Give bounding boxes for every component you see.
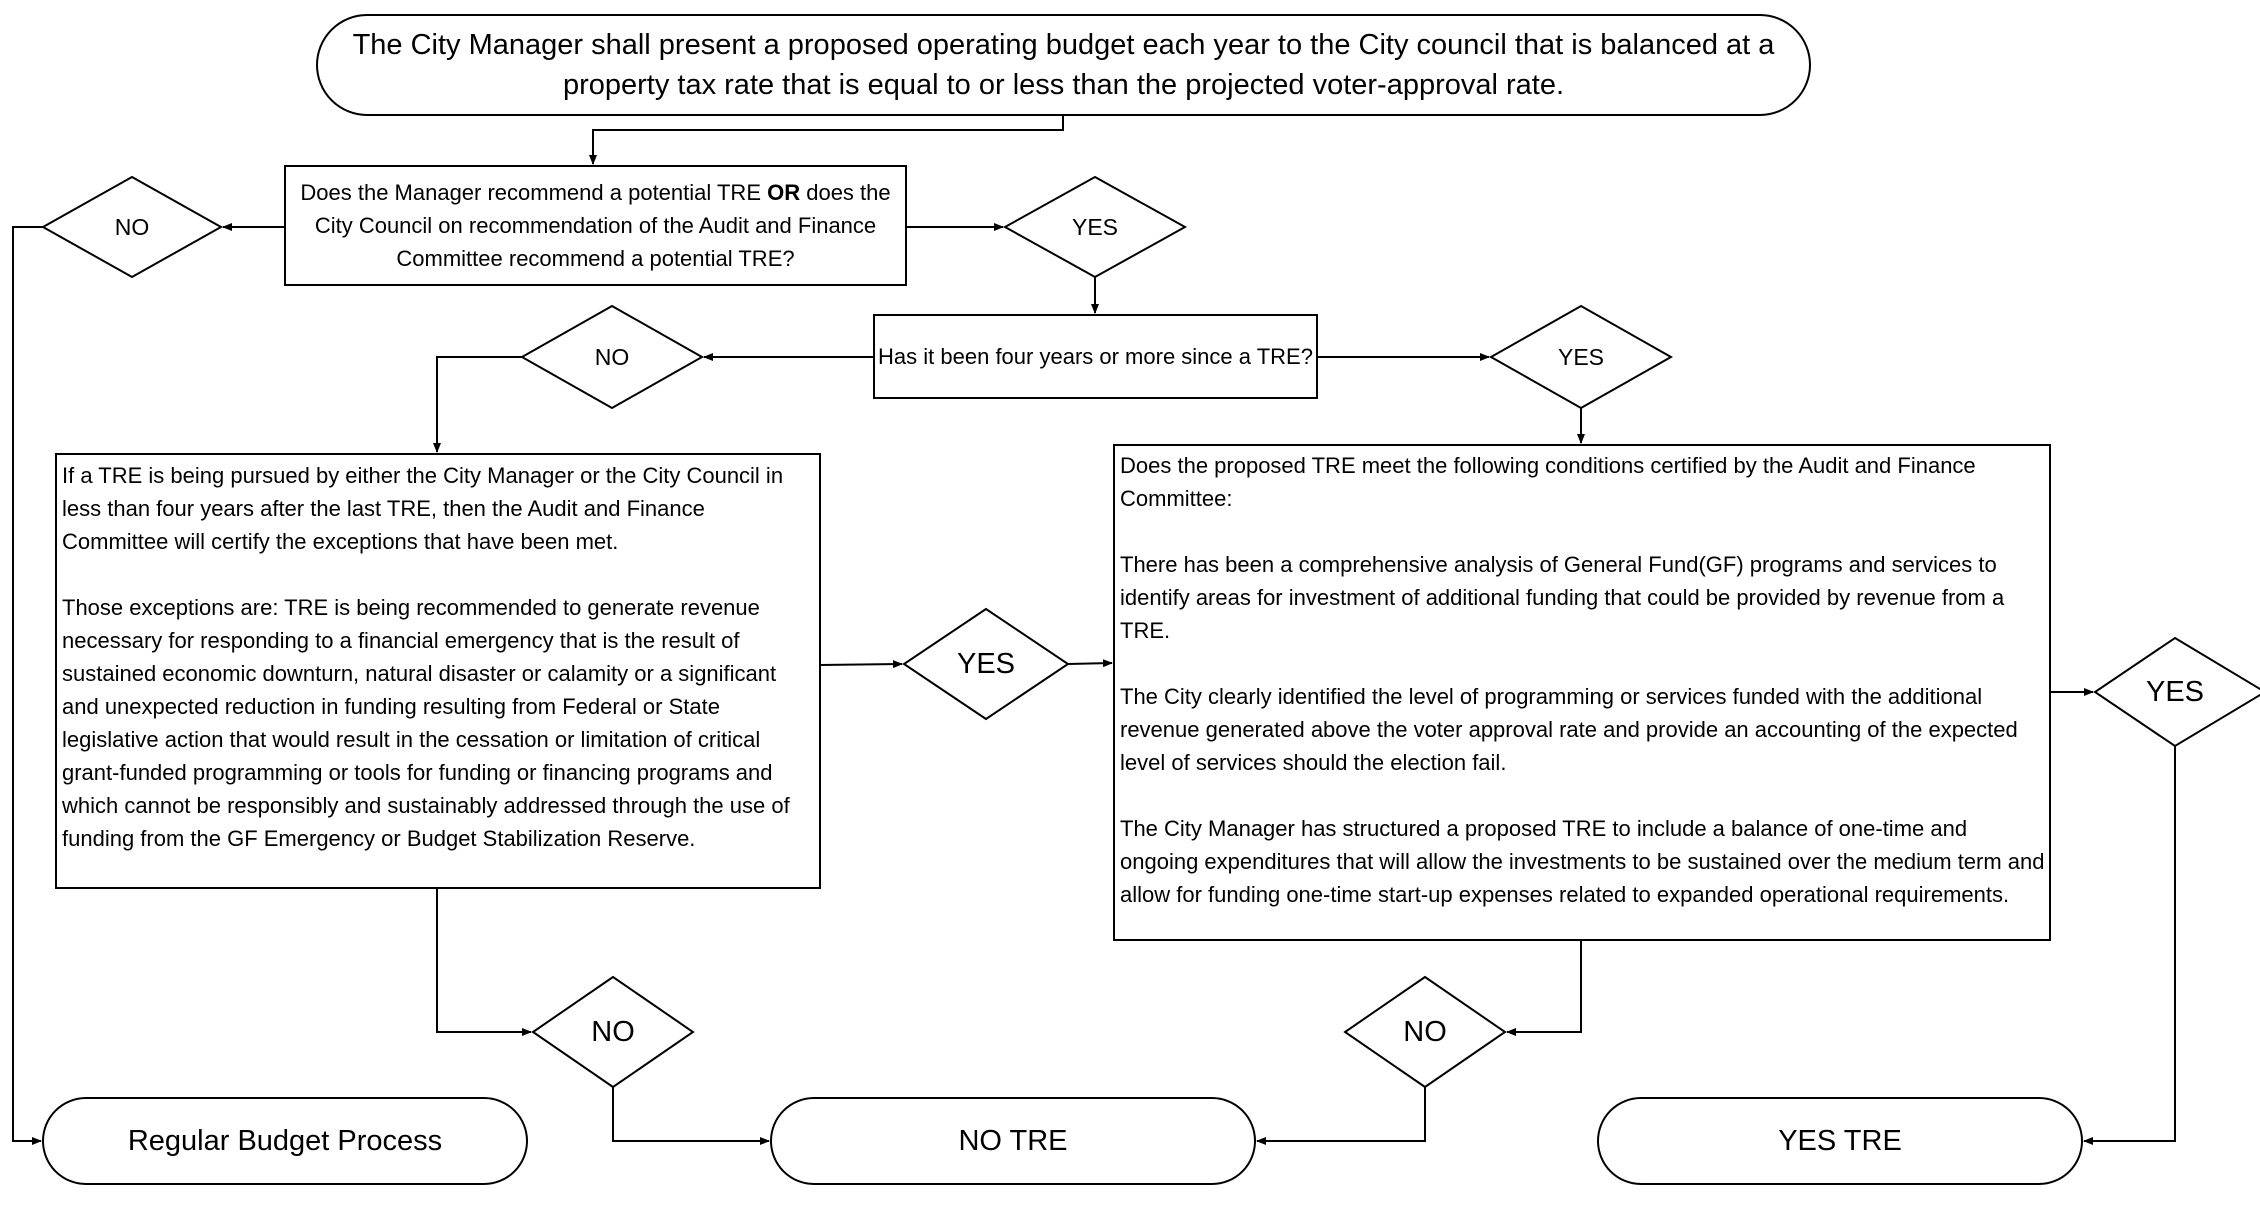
connector-yes-conditions-to-yes-tre [2083, 746, 2176, 1145]
outcome-regular-budget-terminal [42, 1097, 528, 1185]
exceptions-text: If a TRE is being pursued by either the … [60, 459, 816, 855]
q1-or-emphasis: OR [767, 180, 801, 205]
decision-no-q1-label: NO [114, 213, 150, 240]
connector-no-q1-to-regular [12, 226, 43, 1145]
conditions-paragraph-4: The City Manager has structured a propos… [1120, 816, 2045, 907]
conditions-text: Does the proposed TRE meet the following… [1118, 449, 2046, 911]
start-text-line1: The City Manager shall present a propose… [352, 29, 1775, 61]
q1-suffix: does the City Council on recommendation … [314, 180, 891, 271]
exceptions-box [55, 453, 821, 889]
decision-yes-q2-label: YES [1557, 343, 1605, 370]
decision-yes-conditions-label: YES [2145, 675, 2205, 708]
question-four-years-text: Has it been four years or more since a T… [878, 344, 1313, 369]
outcome-no-tre-terminal [770, 1097, 1256, 1185]
decision-no-q1-diamond [40, 175, 224, 279]
question-recommend-tre-box [284, 165, 907, 286]
connector-exceptions-to-no [436, 888, 532, 1036]
exceptions-paragraph-2: Those exceptions are: TRE is being recom… [62, 595, 790, 851]
decision-no-exceptions-label: NO [591, 1015, 635, 1048]
conditions-paragraph-3: The City clearly identified the level of… [1120, 684, 2018, 775]
connector-conditions-to-no [1506, 940, 1582, 1036]
connector-exceptions-to-yes [819, 660, 903, 669]
decision-yes-exceptions-diamond [902, 607, 1070, 721]
start-text: The City Manager shall present a propose… [327, 18, 1800, 112]
start-text-line2: property tax rate that is equal to or le… [562, 69, 1565, 101]
decision-yes-q1-label: YES [1071, 213, 1119, 240]
conditions-paragraph-2: There has been a comprehensive analysis … [1120, 552, 2005, 643]
question-four-years-box [873, 314, 1318, 399]
outcome-regular-budget-label: Regular Budget Process [127, 1124, 443, 1157]
q1-prefix: Does the Manager recommend a potential T… [300, 180, 768, 205]
decision-no-q2-diamond [519, 304, 705, 410]
outcome-yes-tre-terminal [1597, 1097, 2083, 1185]
connector-no-q2-to-exceptions [433, 356, 522, 453]
connector-no-exceptions-to-no-tre [612, 1087, 770, 1145]
outcome-yes-tre-label: YES TRE [1778, 1124, 1902, 1157]
outcome-no-tre-label: NO TRE [958, 1124, 1068, 1157]
decision-no-q2-label: NO [594, 343, 630, 370]
conditions-box [1113, 444, 2051, 941]
exceptions-paragraph-1: If a TRE is being pursued by either the … [62, 463, 784, 554]
question-recommend-tre-text: Does the Manager recommend a potential T… [287, 168, 904, 283]
connector-yes-exceptions-to-conditions [1067, 659, 1113, 668]
connector-start-to-q1 [589, 115, 1064, 165]
conditions-paragraph-1: Does the proposed TRE meet the following… [1120, 453, 1976, 511]
decision-yes-exceptions-label: YES [956, 647, 1016, 680]
connector-no-conditions-to-no-tre [1256, 1087, 1426, 1145]
decision-no-conditions-label: NO [1403, 1015, 1447, 1048]
